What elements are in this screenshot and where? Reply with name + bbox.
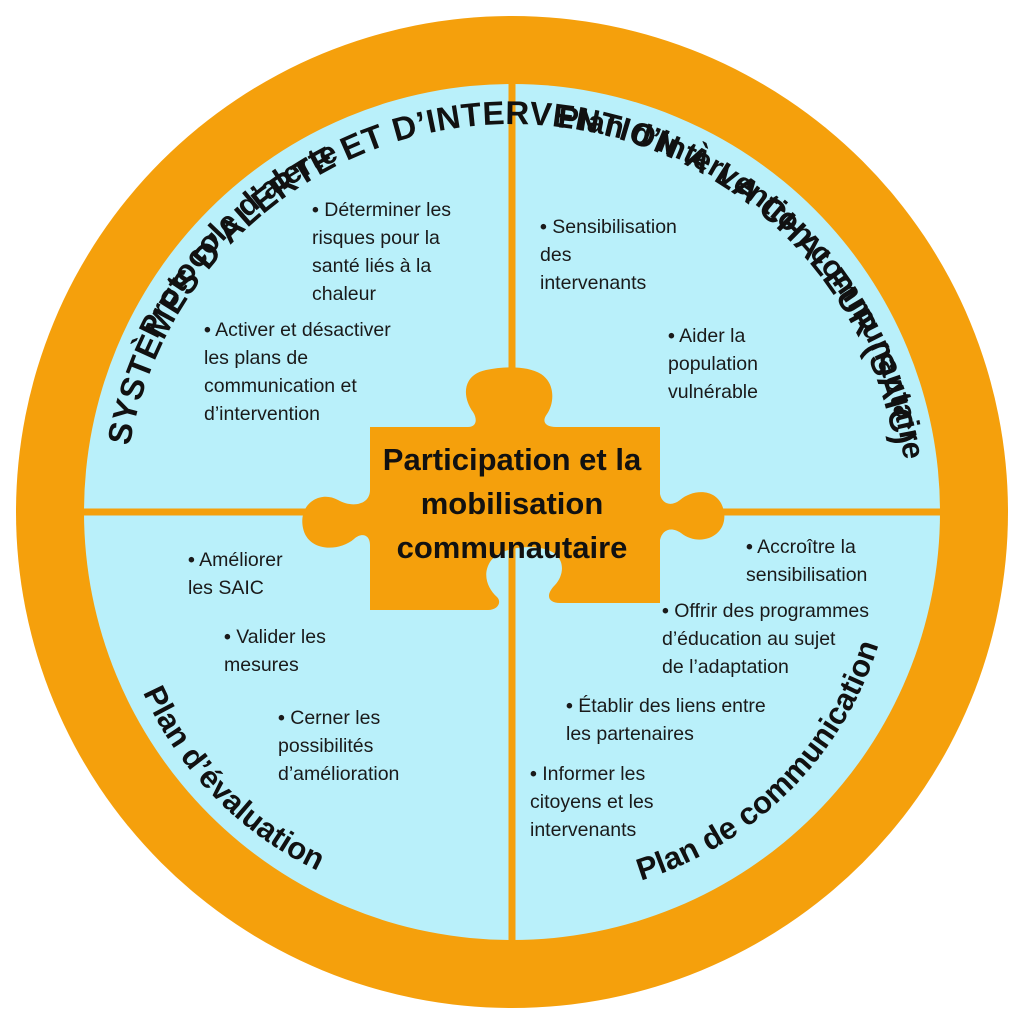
bullet-text: Activer et désactiver les plans de commu… [204,319,391,425]
bullet-item: • Sensibilisation des intervenants [540,213,677,297]
bullet-item: • Établir des liens entre les partenaire… [566,692,766,748]
bullet-text: Déterminer les risques pour la santé lié… [312,199,452,305]
bullet-text: Accroître la sensibilisation [746,536,868,586]
bullet-text: Établir des liens entre les partenaires [566,695,766,745]
bullet-item: • Déterminer les risques pour la santé l… [312,196,451,308]
bullet-item: • Accroître la sensibilisation [746,533,867,589]
bullet-dot: • [668,325,675,347]
bullet-item: • Améliorer les SAIC [188,546,283,602]
center-title: Participation et la mobilisation communa… [382,442,642,565]
bullet-text: Aider la population vulnérable [668,325,758,403]
bullet-dot: • [278,707,285,729]
bullet-dot: • [530,763,537,785]
bullet-text: Informer les citoyens et les intervenant… [530,763,654,841]
bullet-item: • Informer les citoyens et les intervena… [530,760,654,844]
bullet-dot: • [662,600,669,622]
bullet-dot: • [540,216,547,238]
bullet-item: • Aider la population vulnérable [668,322,758,406]
bullet-dot: • [746,536,753,558]
bullet-dot: • [312,199,319,221]
bullet-text: Améliorer les SAIC [188,549,283,599]
bullet-item: • Activer et désactiver les plans de com… [204,316,391,428]
bullet-dot: • [204,319,211,341]
bullet-item: • Cerner les possibilités d’amélioration [278,704,399,788]
bullet-text: Offrir des programmes d’éducation au suj… [662,600,869,678]
bullet-item: • Offrir des programmes d’éducation au s… [662,597,869,681]
bullet-dot: • [188,549,195,571]
bullet-text: Valider les mesures [224,626,326,676]
bullet-text: Cerner les possibilités d’amélioration [278,707,400,785]
puzzle-piece [302,367,725,610]
bullet-text: Sensibilisation des intervenants [540,216,677,294]
bullet-dot: • [566,695,573,717]
bullet-item: • Valider les mesures [224,623,326,679]
bullet-dot: • [224,626,231,648]
